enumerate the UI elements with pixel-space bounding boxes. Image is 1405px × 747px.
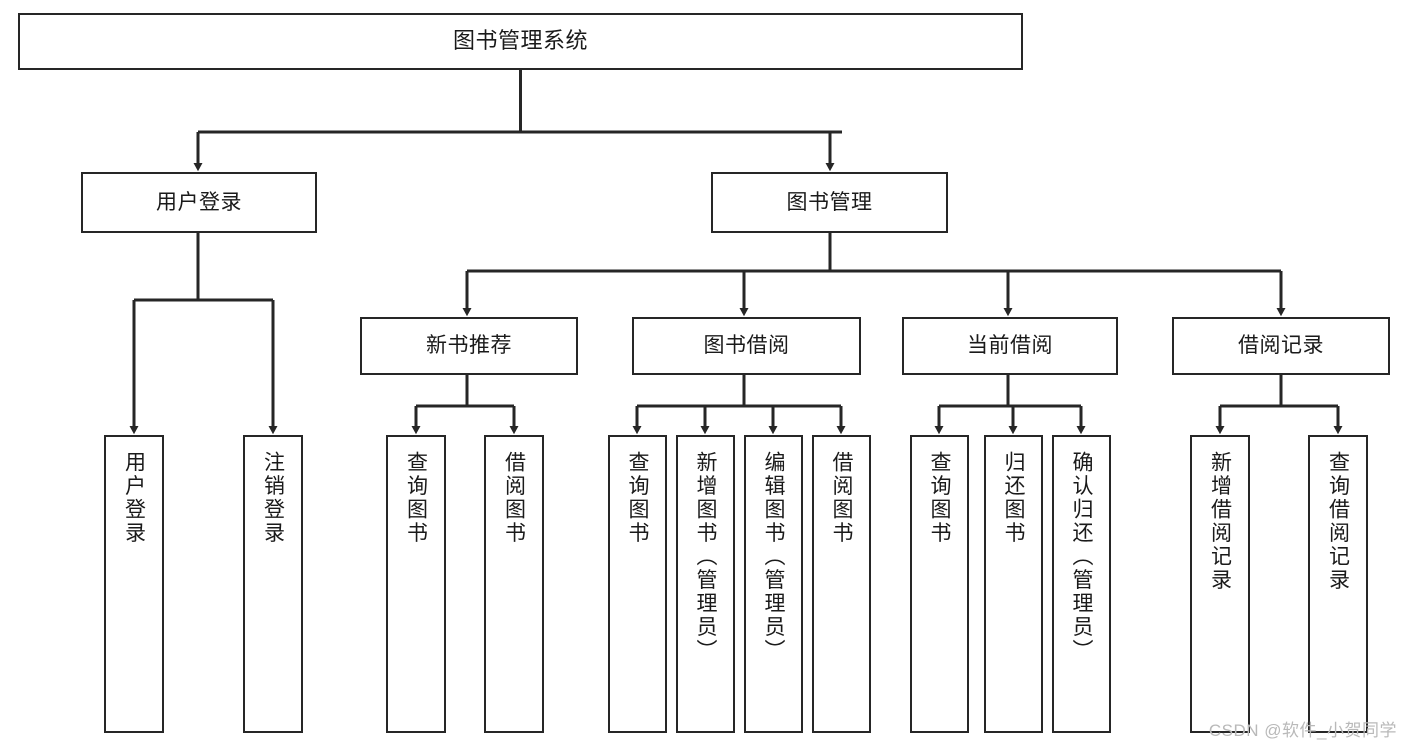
- node-leaf-query-book-1[interactable]: 查询图书: [386, 435, 446, 733]
- node-leaf-user-login[interactable]: 用户登录: [104, 435, 164, 733]
- node-borrow-record-label: 借阅记录: [1238, 334, 1324, 358]
- node-leaf-user-login-label: 用户登录: [122, 451, 146, 545]
- node-leaf-confirm-return[interactable]: 确认归还（管理员）: [1052, 435, 1111, 733]
- node-leaf-add-record-label: 新增借阅记录: [1208, 451, 1232, 592]
- node-leaf-edit-book-label: 编辑图书（管理员）: [762, 451, 785, 663]
- node-book-borrow-label: 图书借阅: [703, 334, 790, 358]
- node-leaf-return-book[interactable]: 归还图书: [984, 435, 1043, 733]
- node-new-book-recommend-label: 新书推荐: [426, 334, 512, 358]
- node-user-login[interactable]: 用户登录: [81, 172, 317, 233]
- node-leaf-user-logout-label: 注销登录: [261, 451, 285, 545]
- node-leaf-query-book-1-label: 查询图书: [404, 451, 428, 545]
- node-leaf-add-book-label: 新增图书（管理员）: [694, 451, 717, 663]
- node-book-borrow[interactable]: 图书借阅: [632, 317, 861, 375]
- node-leaf-user-logout[interactable]: 注销登录: [243, 435, 303, 733]
- node-leaf-query-record-label: 查询借阅记录: [1326, 451, 1350, 592]
- node-leaf-query-record[interactable]: 查询借阅记录: [1308, 435, 1368, 733]
- node-book-manage[interactable]: 图书管理: [711, 172, 948, 233]
- node-root[interactable]: 图书管理系统: [18, 13, 1023, 70]
- node-leaf-add-book[interactable]: 新增图书（管理员）: [676, 435, 735, 733]
- node-current-borrow-label: 当前借阅: [967, 334, 1053, 358]
- node-root-label: 图书管理系统: [452, 28, 588, 54]
- node-leaf-borrow-book-1[interactable]: 借阅图书: [484, 435, 544, 733]
- node-leaf-borrow-book-2-label: 借阅图书: [830, 451, 853, 545]
- node-leaf-borrow-book-2[interactable]: 借阅图书: [812, 435, 871, 733]
- node-leaf-add-record[interactable]: 新增借阅记录: [1190, 435, 1250, 733]
- node-new-book-recommend[interactable]: 新书推荐: [360, 317, 578, 375]
- node-leaf-query-book-2[interactable]: 查询图书: [608, 435, 667, 733]
- node-leaf-confirm-return-label: 确认归还（管理员）: [1070, 451, 1093, 663]
- node-current-borrow[interactable]: 当前借阅: [902, 317, 1118, 375]
- node-leaf-edit-book[interactable]: 编辑图书（管理员）: [744, 435, 803, 733]
- node-user-login-label: 用户登录: [156, 190, 242, 214]
- node-leaf-borrow-book-1-label: 借阅图书: [502, 451, 526, 545]
- node-leaf-query-book-2-label: 查询图书: [626, 451, 649, 545]
- node-leaf-query-book-3[interactable]: 查询图书: [910, 435, 969, 733]
- node-leaf-query-book-3-label: 查询图书: [928, 451, 951, 545]
- node-book-manage-label: 图书管理: [786, 190, 873, 214]
- node-borrow-record[interactable]: 借阅记录: [1172, 317, 1390, 375]
- node-leaf-return-book-label: 归还图书: [1002, 451, 1025, 545]
